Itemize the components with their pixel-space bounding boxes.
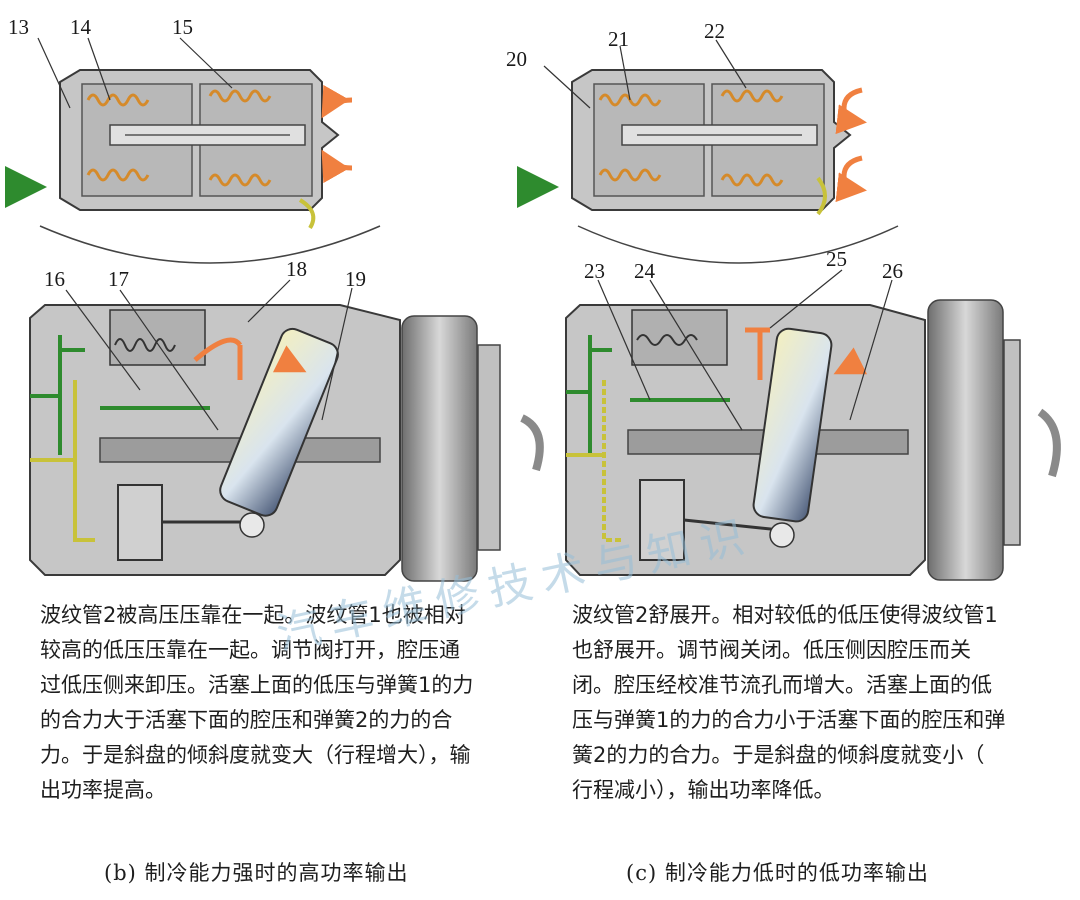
panel-c-description: 波纹管2舒展开。相对较低的低压使得波纹管1也舒展开。调节阀关闭。低压侧因腔压而关…: [572, 603, 1006, 802]
swash-plate-b: [219, 327, 339, 517]
label-14: 14: [70, 15, 92, 39]
label-21: 21: [608, 27, 629, 51]
label-20: 20: [506, 47, 527, 71]
label-24: 24: [634, 259, 656, 283]
label-15: 15: [172, 15, 193, 39]
panel-b-caption: (b) 制冷能力强时的高功率输出: [104, 861, 409, 885]
compressor-housing-b: [29, 304, 401, 576]
pulley-c: [927, 299, 1061, 581]
label-26: 26: [882, 259, 903, 283]
bellows-15-top: [208, 89, 272, 103]
label-19: 19: [345, 267, 366, 291]
label-17: 17: [108, 267, 129, 291]
bellows-15-bottom: [208, 173, 272, 187]
bellows-14-top: [86, 93, 150, 107]
swash-plate-c: [752, 327, 833, 523]
label-13: 13: [8, 15, 29, 39]
compressor-housing-c: [565, 304, 926, 576]
panel-c-diagram: 20 21 22 23 24 25 26: [506, 19, 1061, 581]
panel-c-caption: (c) 制冷能力低时的低功率输出: [626, 861, 929, 885]
bellows-14-bottom: [86, 168, 150, 182]
pulley-b: [401, 315, 544, 582]
panel-b-description: 波纹管2被高压压靠在一起。波纹管1也被相对较高的低压压靠在一起。调节阀打开，腔压…: [40, 603, 474, 802]
control-valve-detail-c: [517, 69, 867, 216]
label-23: 23: [584, 259, 605, 283]
panel-b-diagram: 13 14 15 16 17 18 19: [5, 15, 544, 582]
label-18: 18: [286, 257, 307, 281]
label-25: 25: [826, 247, 847, 271]
control-valve-detail-b: [5, 69, 353, 230]
label-16: 16: [44, 267, 65, 291]
label-22: 22: [704, 19, 725, 43]
